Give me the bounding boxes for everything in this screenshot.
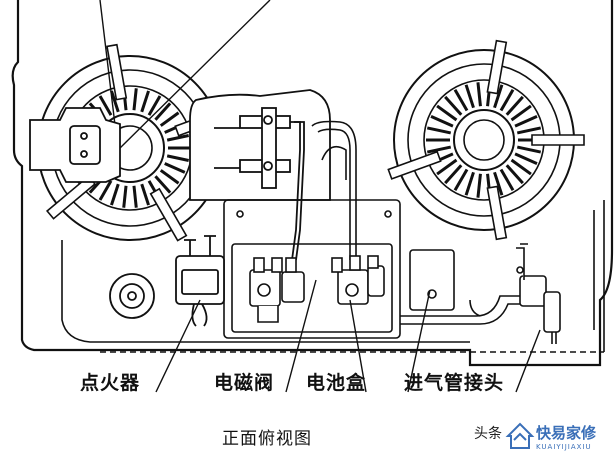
burner-port [154,175,172,194]
pot-support-grate [486,39,508,95]
pot-support-grate [531,134,585,146]
burner-port [493,84,504,109]
burner-port [426,126,452,135]
burner-port [505,95,524,116]
pot-support-grate [149,187,188,242]
label-igniter: 点火器 [80,372,140,394]
watermark-sub: KUAIYIJIAXIU [536,443,592,451]
left-knob [109,273,155,319]
callout-leaders [155,279,541,393]
burner-port [510,158,532,176]
label-battery-box: 电池盒 [306,371,366,394]
gas-tubes [311,120,357,260]
burner-port [476,173,482,198]
igniter-drawing [175,235,225,327]
burner-port [493,171,504,196]
gas-inlet-joint-drawing [516,243,561,344]
burner-port [159,111,180,127]
label-solenoid-valve: 电磁阀 [214,371,274,394]
burner-port [159,169,180,185]
burner-port [426,145,452,154]
stove-inner-outline [61,240,470,343]
pot-support-grate [387,150,442,180]
burner-port [516,126,542,135]
solenoid-valve-drawing [249,257,305,323]
burner-port [132,88,138,111]
burner-port [164,162,186,174]
burner-port [499,89,515,112]
battery-box-drawing [331,255,385,305]
burner-port [436,158,458,176]
figure-caption: 正面俯视图 [222,429,312,449]
burner-port [154,102,172,121]
burner-port [436,104,458,122]
burner-port [476,82,482,107]
burner-port [140,183,150,206]
burner-port [110,90,120,113]
burner-port [444,164,463,185]
burner-port [499,168,515,191]
burner-port [110,183,120,206]
burner-port [453,89,469,112]
burner-port [514,152,538,165]
burner-port [430,115,454,128]
watermark: 头条 快易家修 KUAIYIJIAXIU [474,422,597,451]
burner-port [510,104,532,122]
burner-port [166,134,190,142]
pot-support-grate [106,43,128,101]
house-logo-icon [505,422,535,449]
stove-body-outline [11,0,614,367]
burner-port [516,145,542,154]
watermark-prefix: 头条 [474,425,502,442]
stove-right-edge [593,200,605,352]
right-burner [387,39,585,241]
burner-port [122,185,128,208]
burner-port [98,95,113,116]
burner-port [166,154,190,162]
burner-port [147,95,162,116]
burner-port [98,180,113,201]
pot-support-grate [486,185,508,241]
valve-block [189,89,331,261]
burner-port [505,164,524,185]
burner-port [514,115,538,128]
burner-port [140,90,150,113]
burner-port [464,84,475,109]
burner-port [453,168,469,191]
ignition-bracket [29,107,121,183]
burner-port [132,185,138,208]
right-compartment [400,249,520,325]
watermark-brand: 快易家修 [536,424,597,442]
burner-port [464,171,475,196]
label-gas-inlet-joint: 进气管接头 [404,371,504,394]
burner-port [444,95,463,116]
